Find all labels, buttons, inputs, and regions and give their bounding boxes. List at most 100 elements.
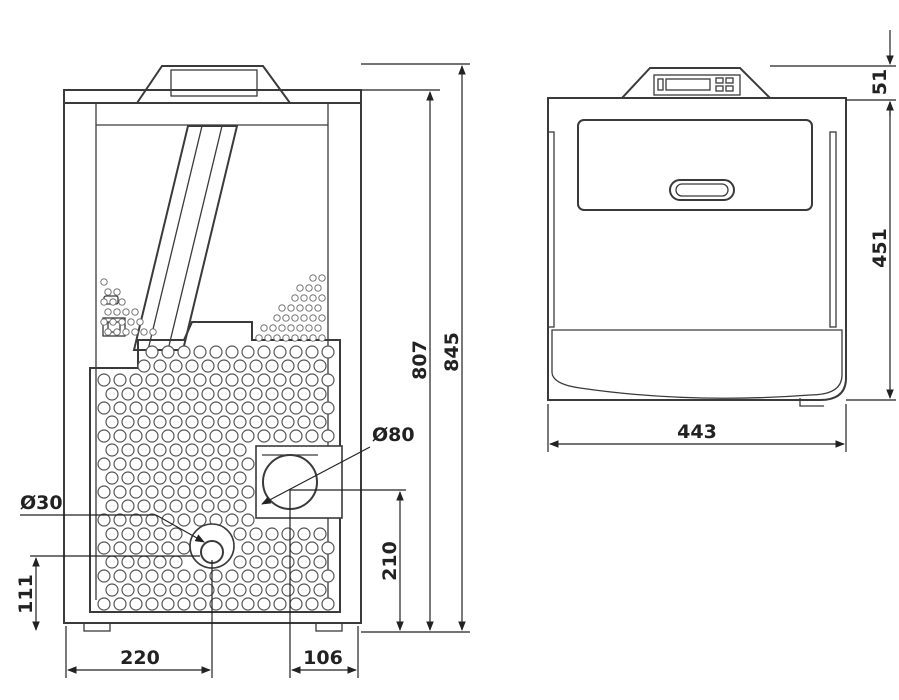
- perforation-hole: [233, 471, 247, 485]
- perforation-hole: [257, 401, 271, 415]
- perforation-hole: [113, 429, 127, 443]
- perforation-hole: [161, 345, 175, 359]
- perforation-hole: [121, 387, 135, 401]
- perforation-hole: [105, 471, 119, 485]
- perforation-hole: [273, 373, 287, 387]
- perforation-hole: [169, 471, 183, 485]
- perforation-hole: [97, 373, 111, 387]
- perforation-hole: [233, 527, 247, 541]
- dim-807-label: 807: [409, 340, 431, 380]
- perforation-hole: [209, 457, 223, 471]
- perforation-hole: [257, 373, 271, 387]
- perforation-hole: [193, 457, 207, 471]
- perforation-hole: [137, 387, 151, 401]
- perforation-hole: [249, 527, 263, 541]
- label-diameter-80: Ø80: [372, 424, 415, 446]
- top-body-bottom-curve: [551, 329, 843, 399]
- perforation-hole: [153, 443, 167, 457]
- perforation-hole: [177, 513, 191, 527]
- perforation-hole: [145, 597, 159, 611]
- perforation-hole: [233, 583, 247, 597]
- perforation-hole: [193, 597, 207, 611]
- perforation-hole: [100, 278, 108, 286]
- perforation-hole: [145, 569, 159, 583]
- perforation-hole: [122, 308, 130, 316]
- perforation-hole: [321, 569, 335, 583]
- perforation-hole: [145, 401, 159, 415]
- perforation-hole: [318, 314, 326, 322]
- perforation-hole: [289, 541, 303, 555]
- perforation-hole: [296, 284, 304, 292]
- perforation-hole: [193, 569, 207, 583]
- perforation-hole: [249, 359, 263, 373]
- perforation-hole: [104, 288, 112, 296]
- perforation-hole: [193, 429, 207, 443]
- leader-30: [155, 514, 205, 543]
- perforation-hole: [129, 485, 143, 499]
- perforation-hole: [309, 314, 317, 322]
- dim-845-label: 845: [441, 332, 463, 372]
- perforation-hole: [264, 334, 272, 342]
- perforation-hole: [209, 373, 223, 387]
- perforation-hole: [281, 583, 295, 597]
- perforation-hole: [100, 318, 108, 326]
- perforation-hole: [145, 485, 159, 499]
- perforation-hole: [137, 527, 151, 541]
- perforation-hole: [153, 359, 167, 373]
- perforation-hole: [129, 597, 143, 611]
- perforation-hole: [161, 429, 175, 443]
- perforation-hole: [225, 569, 239, 583]
- perforation-hole: [121, 415, 135, 429]
- perforation-hole: [278, 324, 286, 332]
- perforation-hole: [318, 294, 326, 302]
- perforation-hole: [109, 298, 117, 306]
- perforation-hole: [217, 415, 231, 429]
- perforation-hole: [225, 485, 239, 499]
- perforation-hole: [241, 569, 255, 583]
- perforation-hole: [257, 345, 271, 359]
- perforation-hole: [177, 569, 191, 583]
- perforation-hole: [153, 527, 167, 541]
- perforation-hole: [169, 415, 183, 429]
- front-handle-grip: [170, 69, 258, 97]
- perforation-hole: [104, 308, 112, 316]
- perforation-hole: [145, 373, 159, 387]
- perforation-hole: [153, 499, 167, 513]
- perforation-hole: [153, 415, 167, 429]
- perforation-hole: [122, 328, 130, 336]
- perforation-hole: [137, 359, 151, 373]
- perforation-hole: [287, 324, 295, 332]
- perforation-hole: [97, 485, 111, 499]
- top-display: [665, 78, 711, 91]
- perforation-hole: [201, 387, 215, 401]
- perforation-hole: [225, 401, 239, 415]
- perforation-hole: [193, 345, 207, 359]
- perforation-hole: [193, 373, 207, 387]
- perforation-hole: [241, 541, 255, 555]
- perforation-hole: [97, 541, 111, 555]
- top-control-panel: [653, 74, 741, 96]
- perforation-hole: [217, 499, 231, 513]
- perforation-hole: [300, 334, 308, 342]
- perforation-hole: [177, 373, 191, 387]
- perforation-hole: [201, 359, 215, 373]
- perforation-hole: [145, 513, 159, 527]
- perforation-hole: [249, 583, 263, 597]
- perforation-hole: [153, 583, 167, 597]
- top-control-housing: [619, 67, 773, 99]
- top-left-rail: [547, 131, 555, 328]
- perforation-hole: [257, 569, 271, 583]
- perforation-hole: [321, 373, 335, 387]
- perforation-hole: [104, 328, 112, 336]
- perforation-hole: [169, 499, 183, 513]
- perforation-hole: [318, 274, 326, 282]
- front-large-pipe-box: [255, 445, 343, 519]
- perforation-hole: [161, 569, 175, 583]
- perforation-hole: [185, 583, 199, 597]
- perforation-hole: [309, 334, 317, 342]
- perforation-hole: [233, 415, 247, 429]
- perforation-hole: [209, 485, 223, 499]
- perforation-hole: [305, 401, 319, 415]
- perforation-hole: [97, 513, 111, 527]
- top-lid-handle-inner: [675, 183, 729, 197]
